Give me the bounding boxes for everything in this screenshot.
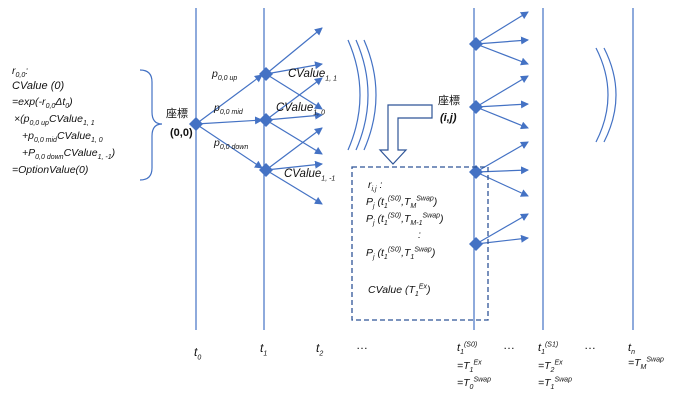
formula-cvalue0: CValue (0) [12,80,65,92]
axis-t1-s1-swap: =T1Swap [538,376,572,392]
axis-t1: t1 [260,341,268,358]
node-ij-kanji: 座標 [438,95,460,107]
node-ij-coordinate: (i,j) [440,112,457,124]
root-coordinate: (0,0) [170,127,193,139]
ts0-branches [475,11,529,245]
axis-t1-s0-swap: =T0Swap [457,376,491,392]
cvalue-1-1: CValue1, 1 [288,68,337,83]
t1-branches [265,27,323,205]
axis-t1-s1-ex: =T2Ex [538,359,563,375]
diamond-node-icon [469,237,483,251]
diamond-node-icon [469,100,483,114]
root-coordinate-kanji: 座標 [166,108,188,120]
axis-t0: t0 [194,345,202,362]
axis-t2: t2 [316,341,324,358]
prob-mid-label: p0,0 mid [214,102,243,117]
tree-nodes [189,37,483,251]
branch-root-down [195,123,263,169]
formula-plus-mid: +p0,0 midCValue1, 0 [22,130,103,145]
formula-times: ×(p0,0 upCValue1, 1 [14,113,95,128]
axis-ellipsis-2: … [503,338,515,352]
diamond-node-icon [469,165,483,179]
dashed-box [351,166,489,321]
diamond-node-icon [259,113,273,127]
box-pj-line2: Pj (t1(S0),TM-1Swap) [366,212,444,228]
axis-tn: tn [628,342,635,357]
prob-down-label: p0,0 down [214,137,249,152]
box-pj-line3: Pj (t1(S0),T1Swap) [366,246,436,262]
axis-ellipsis-1: … [356,338,368,352]
axis-t1-s0: t1(S0) [457,341,478,357]
prob-up-label: p0,0 up [212,68,238,83]
axis-tn-swap: =TMSwap [628,356,664,372]
branch-root-up [195,74,263,125]
cvalue-1-m1: CValue1, -1 [284,168,336,183]
box-pj-line1: Pj (t1(S0),TMSwap) [366,195,438,211]
curly-brace-icon [139,69,163,181]
box-rij: ri,j : [368,179,383,194]
formula-exp: =exp(-r0,0Δt0) [12,96,73,111]
diamond-node-icon [189,117,203,131]
box-cvalue: CValue (T1Ex) [368,283,431,299]
axis-t1-s1: t1(S1) [538,341,559,357]
axis-ellipsis-3: … [584,338,596,352]
formula-option-value: =OptionValue(0) [12,164,89,176]
hollow-bent-arrow-icon [378,104,433,165]
axis-t1-s0-ex: =T1Ex [457,359,482,375]
break-arcs-icon [347,39,617,151]
formula-plus-down: +P0,0 downCValue1, -1) [22,147,116,162]
diamond-node-icon [469,37,483,51]
branch-root-mid [195,116,263,125]
diamond-node-icon [259,163,273,177]
box-vertical-dots: : [418,229,421,241]
formula-r00: r0,0: [12,65,29,80]
diamond-node-icon [259,67,273,81]
cvalue-1-0: CValue1, 0 [276,102,325,117]
